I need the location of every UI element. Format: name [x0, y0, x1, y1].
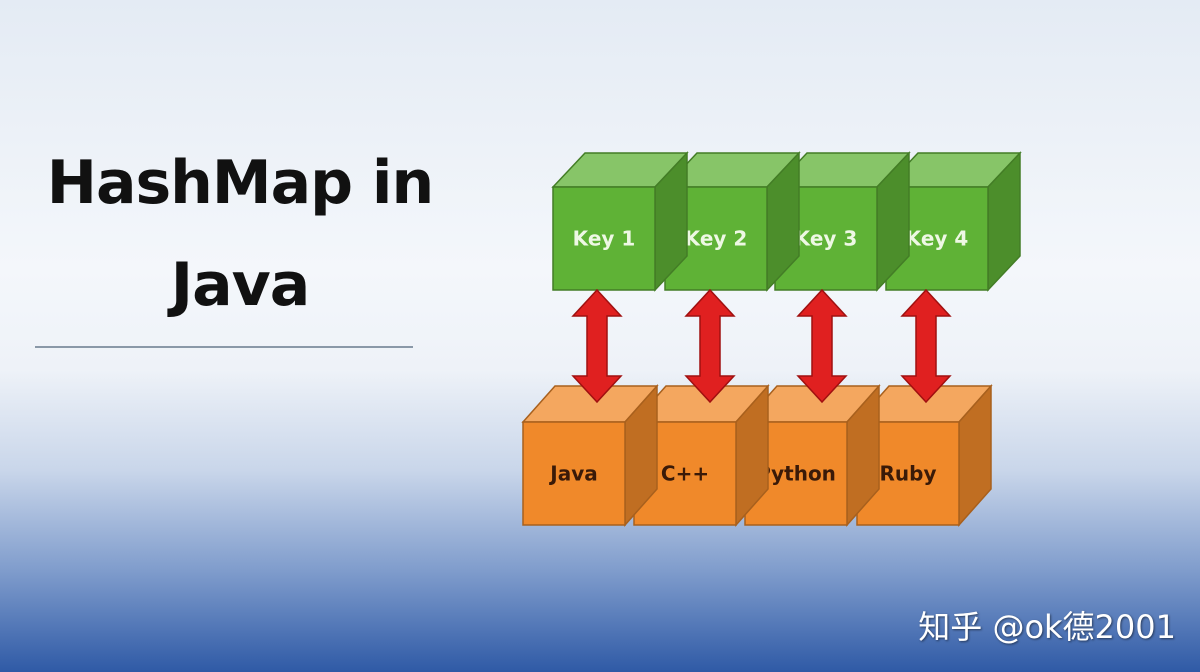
- double-arrow-2: [684, 288, 736, 404]
- value-box-4-label: Ruby: [880, 462, 937, 486]
- key-box-2-label: Key 2: [685, 227, 748, 251]
- key-box-4-label: Key 4: [906, 227, 969, 251]
- double-arrow-4: [900, 288, 952, 404]
- double-arrow-3: [796, 288, 848, 404]
- watermark: 知乎 @ok德2001: [918, 608, 1176, 646]
- key-box-1-label: Key 1: [573, 227, 636, 251]
- title-divider: [35, 346, 413, 348]
- value-box-1-label: Java: [548, 462, 597, 486]
- value-box-3-label: Python: [756, 462, 836, 486]
- value-box-4: Ruby: [855, 384, 993, 527]
- title-line-2: Java: [170, 250, 310, 320]
- key-box-3-label: Key 3: [795, 227, 858, 251]
- value-box-1: Java: [521, 384, 659, 527]
- key-box-1: Key 1: [551, 151, 689, 292]
- double-arrow-1: [571, 288, 623, 404]
- title-line-1: HashMap in: [46, 148, 434, 218]
- value-box-2-label: C++: [661, 462, 709, 486]
